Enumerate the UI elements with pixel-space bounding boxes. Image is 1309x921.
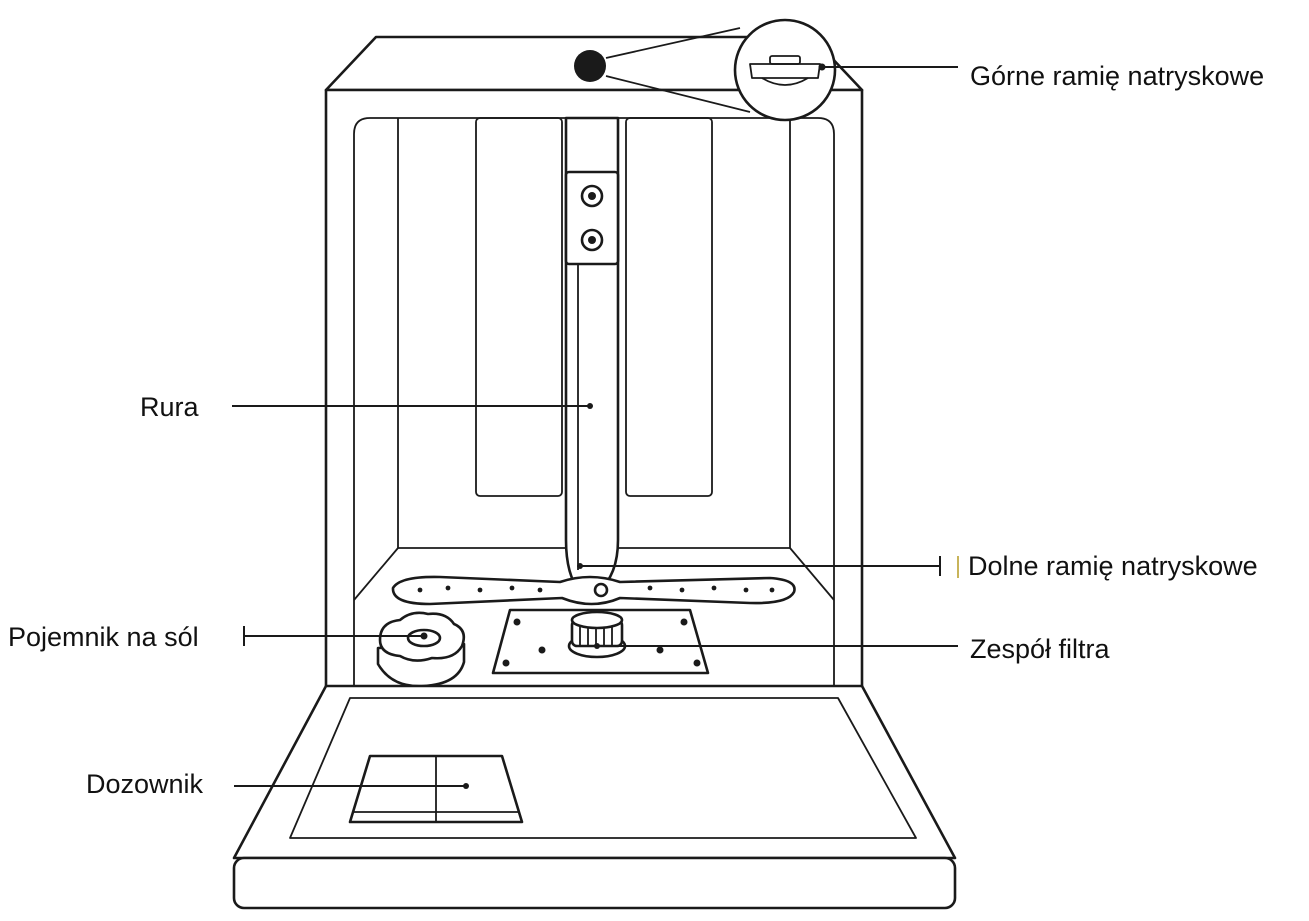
dishwasher-door bbox=[234, 686, 955, 908]
lower-spray-arm-label: Dolne ramię natryskowe bbox=[968, 551, 1258, 581]
filter-assembly bbox=[493, 610, 708, 673]
upper-spray-arm-label: Górne ramię natryskowe bbox=[970, 61, 1264, 91]
salt-container-label: Pojemnik na sól bbox=[8, 622, 199, 652]
pipe-label: Rura bbox=[140, 392, 200, 422]
dispenser-label: Dozownik bbox=[86, 769, 204, 799]
lower-spray-arm bbox=[393, 577, 795, 604]
pipe bbox=[566, 118, 618, 592]
salt-container bbox=[378, 613, 464, 686]
filter-assembly-label: Zespół filtra bbox=[970, 634, 1111, 664]
